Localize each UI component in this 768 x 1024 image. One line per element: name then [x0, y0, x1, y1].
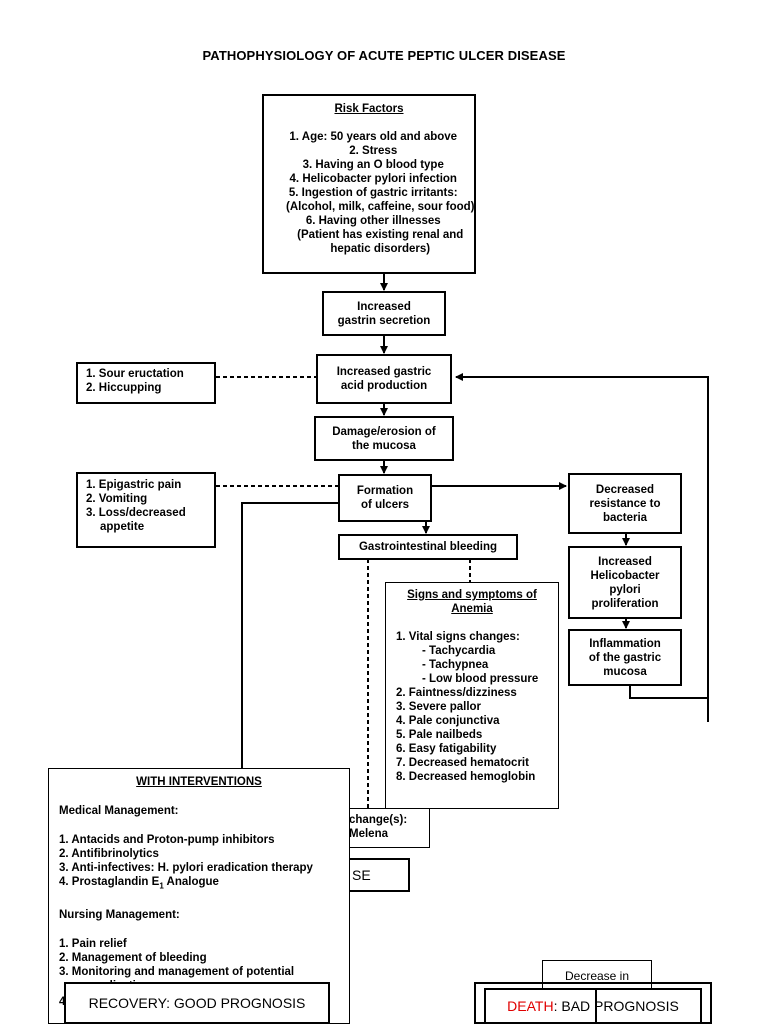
list-item: 1. Vital signs changes:	[396, 631, 520, 643]
death-label: DEATH: BAD PROGNOSIS	[507, 999, 679, 1013]
acid-line-1: Increased gastric	[336, 366, 432, 378]
ulcers-line-2: of ulcers	[361, 499, 409, 511]
ulcers-box: Formation of ulcers	[338, 474, 432, 522]
decrease-label: Decrease in	[564, 969, 630, 983]
risk-factors-box: Risk Factors 1. Age: 50 years old and ab…	[262, 94, 476, 274]
list-item: 3. Monitoring and management of potentia…	[59, 966, 295, 979]
ulcer-symptoms-box: 1. Epigastric pain 2. Vomiting 3. Loss/d…	[76, 472, 216, 548]
list-item: 2. Management of bleeding	[59, 952, 207, 965]
resistance-line-1: Decreased	[595, 483, 655, 496]
prostaglandin-subscript: 1	[159, 881, 164, 891]
anemia-heading-1: Signs and symptoms of	[407, 589, 537, 601]
recovery-label: RECOVERY: GOOD PROGNOSIS	[88, 995, 306, 1011]
interventions-heading: WITH INTERVENTIONS	[136, 776, 262, 788]
stool-line-1: change(s):	[349, 814, 408, 826]
prostaglandin-suffix: Analogue	[163, 876, 219, 888]
risk-factors-list: 1. Age: 50 years old and above 2. Stress…	[272, 130, 475, 256]
list-item: 3. Having an O blood type	[302, 159, 444, 171]
list-item: 1. Age: 50 years old and above	[289, 131, 458, 143]
page-title: PATHOPHYSIOLOGY OF ACUTE PEPTIC ULCER DI…	[202, 48, 566, 63]
anemia-box: Signs and symptoms of Anemia 1. Vital si…	[385, 582, 559, 809]
list-item: 6. Having other illnesses	[305, 215, 441, 227]
gastrin-box: Increased gastrin secretion	[322, 291, 446, 336]
damage-box: Damage/erosion of the mucosa	[314, 416, 454, 461]
risk-factors-heading: Risk Factors	[334, 103, 404, 115]
inflammation-box: Inflammation of the gastric mucosa	[568, 629, 682, 686]
inflammation-line-3: mucosa	[603, 665, 647, 678]
resistance-line-3: bacteria	[602, 511, 648, 524]
list-item: 3. Severe pallor	[396, 701, 482, 713]
hpylori-line-3: pylori	[609, 583, 641, 596]
interventions-box: WITH INTERVENTIONS Medical Management: 1…	[48, 768, 350, 1024]
list-item: 2. Hiccupping	[86, 382, 162, 394]
damage-line-1: Damage/erosion of	[332, 425, 436, 438]
list-item: 2. Antifibrinolytics	[59, 848, 159, 860]
list-item: 6. Easy fatigability	[396, 743, 497, 755]
list-item: - Tachypnea	[422, 659, 489, 671]
list-item: 5. Pale nailbeds	[396, 729, 483, 741]
list-item: 2. Vomiting	[86, 493, 148, 505]
hpylori-line-1: Increased	[598, 555, 652, 568]
acid-line-2: acid production	[340, 380, 428, 392]
list-item: 4. Prostaglandin E1 Analogue	[59, 875, 339, 893]
list-item: 1. Sour eructation	[86, 368, 184, 380]
resistance-line-2: resistance to	[589, 497, 661, 510]
gastrin-line-1: Increased	[357, 300, 411, 313]
line-inflammation-down	[629, 686, 708, 699]
list-item: 4. Pale conjunctiva	[396, 715, 500, 727]
damage-line-2: the mucosa	[352, 439, 416, 452]
list-item: (Alcohol, milk, caffeine, sour food)	[286, 201, 475, 213]
hpylori-line-4: proliferation	[591, 597, 659, 610]
bleeding-label: Gastrointestinal bleeding	[358, 541, 498, 553]
arrow-feedback-to-acid	[455, 373, 709, 722]
list-item: 4. Helicobacter pylori infection	[289, 173, 457, 185]
list-item: 8. Decreased hemoglobin	[396, 771, 536, 783]
resistance-box: Decreased resistance to bacteria	[568, 473, 682, 534]
list-item: - Low blood pressure	[422, 673, 539, 685]
acid-box: Increased gastric acid production	[316, 354, 452, 404]
list-item: (Patient has existing renal and	[297, 229, 464, 241]
recovery-box: RECOVERY: GOOD PROGNOSIS	[64, 982, 330, 1024]
anemia-heading-2: Anemia	[451, 603, 493, 615]
hpylori-line-2: Helicobacter	[590, 569, 660, 582]
inflammation-line-1: Inflammation	[589, 637, 661, 650]
stool-line-2: Melena	[349, 828, 388, 840]
list-item: 2. Stress	[349, 145, 398, 157]
gastrin-line-2: gastrin secretion	[337, 314, 431, 327]
list-item: 1. Epigastric pain	[86, 479, 182, 491]
prostaglandin-text: 4. Prostaglandin E	[59, 876, 160, 888]
line-ulcers-to-interventions	[241, 502, 338, 768]
death-word: DEATH	[507, 998, 554, 1014]
partial-se-label: SE	[352, 867, 371, 883]
list-item: 7. Decreased hematocrit	[396, 757, 529, 769]
list-item: 1. Pain relief	[59, 938, 127, 951]
list-item: 5. Ingestion of gastric irritants:	[288, 187, 458, 199]
inflammation-line-2: of the gastric	[588, 651, 662, 664]
death-box: DEATH: BAD PROGNOSIS	[484, 988, 702, 1024]
list-item: 3. Loss/decreased	[86, 507, 186, 519]
list-item: appetite	[100, 521, 145, 533]
nursing-heading: Nursing Management:	[59, 909, 180, 922]
bleeding-box: Gastrointestinal bleeding	[338, 534, 518, 560]
death-rest: : BAD PROGNOSIS	[553, 998, 679, 1014]
list-item: - Tachycardia	[422, 645, 496, 657]
acid-symptoms-box: 1. Sour eructation 2. Hiccupping	[76, 362, 216, 404]
list-item: hepatic disorders)	[330, 243, 431, 255]
list-item: 1. Antacids and Proton-pump inhibitors	[59, 834, 275, 846]
ulcers-line-1: Formation	[356, 485, 414, 497]
list-item: 2. Faintness/dizziness	[396, 687, 517, 699]
hpylori-box: Increased Helicobacter pylori proliferat…	[568, 546, 682, 619]
list-item: 3. Anti-infectives: H. pylori eradicatio…	[59, 862, 313, 874]
list-item: 4.	[59, 995, 339, 1009]
medical-heading: Medical Management:	[59, 805, 179, 817]
